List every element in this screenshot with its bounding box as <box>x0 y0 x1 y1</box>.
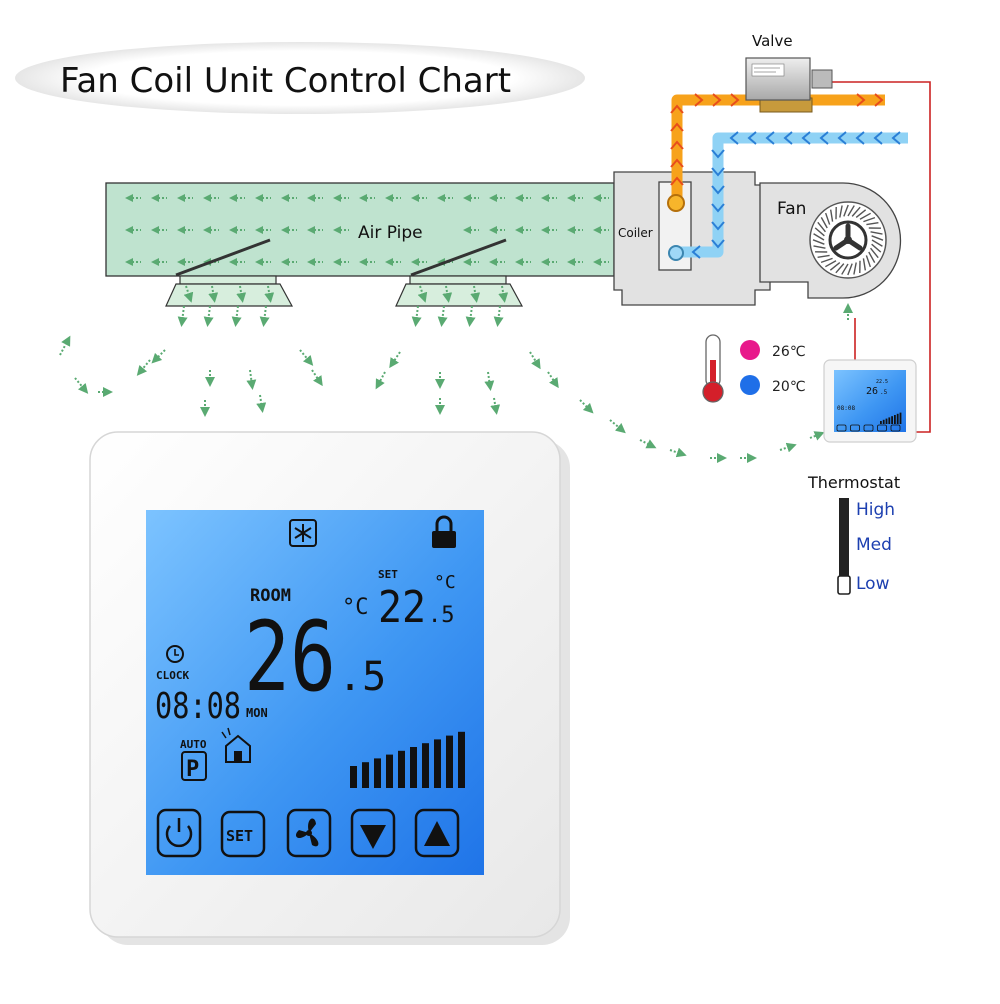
air-arrow <box>300 350 310 362</box>
air-arrow <box>378 372 385 385</box>
hot-temp-dot <box>740 340 760 360</box>
air-arrow <box>155 350 165 360</box>
air-arrow <box>548 372 556 384</box>
air-arrow <box>250 370 252 385</box>
room-unit: °C <box>342 595 369 620</box>
mini-room-temp: 26 <box>866 386 878 397</box>
air-arrow <box>260 395 262 408</box>
air-arrow <box>610 420 622 430</box>
fan-speed-bar <box>350 766 357 788</box>
air-arrow <box>580 400 590 410</box>
mini-room-decimal: .5 <box>880 389 888 396</box>
cold-temp-label: 20℃ <box>772 379 806 395</box>
fan-speed-slider <box>838 498 850 594</box>
air-arrow <box>75 378 85 390</box>
air-arrow <box>488 372 490 386</box>
coiler-label: Coiler <box>618 226 653 240</box>
fan-speed-bar <box>386 755 393 788</box>
thermometer-icon <box>703 335 723 402</box>
program-mode-text: P <box>186 757 199 782</box>
mini-clock: 08:08 <box>837 405 855 412</box>
air-arrow <box>470 306 472 322</box>
air-arrow <box>264 306 266 322</box>
fan-speed-bar <box>398 751 405 788</box>
air-arrow <box>530 352 538 365</box>
room-temperature-decimal: .5 <box>338 654 386 700</box>
fan-speed-bar <box>446 736 453 788</box>
fan-speed-bar <box>410 747 417 788</box>
room-temperature: 26 <box>244 601 336 713</box>
set-temperature-decimal: .5 <box>428 603 455 628</box>
air-arrow <box>60 340 68 355</box>
air-arrow <box>640 440 652 446</box>
diffuser-1 <box>166 276 292 306</box>
fan-speed-bar <box>362 762 369 788</box>
air-arrow <box>312 370 320 382</box>
fan-speed-low: Low <box>856 574 890 594</box>
thermostat-label: Thermostat <box>807 473 900 492</box>
valve-label: Valve <box>752 32 793 50</box>
air-arrow <box>780 446 792 450</box>
fan-speed-high: High <box>856 500 895 520</box>
clock-time: 08:08 <box>155 686 241 727</box>
fan-label: Fan <box>777 199 806 219</box>
air-arrow <box>208 306 210 322</box>
air-arrow <box>498 306 500 322</box>
cold-temp-dot <box>740 375 760 395</box>
set-unit: °C <box>434 572 456 593</box>
air-arrow <box>810 434 820 438</box>
day-label: MON <box>246 706 268 720</box>
air-arrow <box>236 306 238 322</box>
mini-set-temp: 22.5 <box>876 379 888 385</box>
set-button-label: SET <box>226 827 253 845</box>
fan-speed-bar <box>458 732 465 788</box>
air-arrow <box>416 306 418 322</box>
air-arrow <box>670 450 682 454</box>
fan-speed-bar <box>434 739 441 788</box>
mini-thermostat: 26 .5 22.5 08:08 <box>824 360 916 442</box>
clock-label: CLOCK <box>156 669 189 682</box>
mode-label: AUTO <box>180 738 207 751</box>
hot-temp-label: 26℃ <box>772 344 806 360</box>
air-pipe-label: Air Pipe <box>358 223 423 243</box>
fan-speed-bar <box>422 743 429 788</box>
air-arrow <box>442 306 444 322</box>
fan-speed-bar <box>374 758 381 788</box>
air-arrow <box>140 360 150 372</box>
set-label: SET <box>378 568 398 581</box>
air-arrow <box>182 306 184 322</box>
fan-speed-med: Med <box>856 535 892 555</box>
air-arrow <box>494 398 496 410</box>
air-arrow <box>392 352 400 364</box>
page-title: Fan Coil Unit Control Chart <box>60 61 511 101</box>
set-temperature: 22 <box>378 582 426 633</box>
